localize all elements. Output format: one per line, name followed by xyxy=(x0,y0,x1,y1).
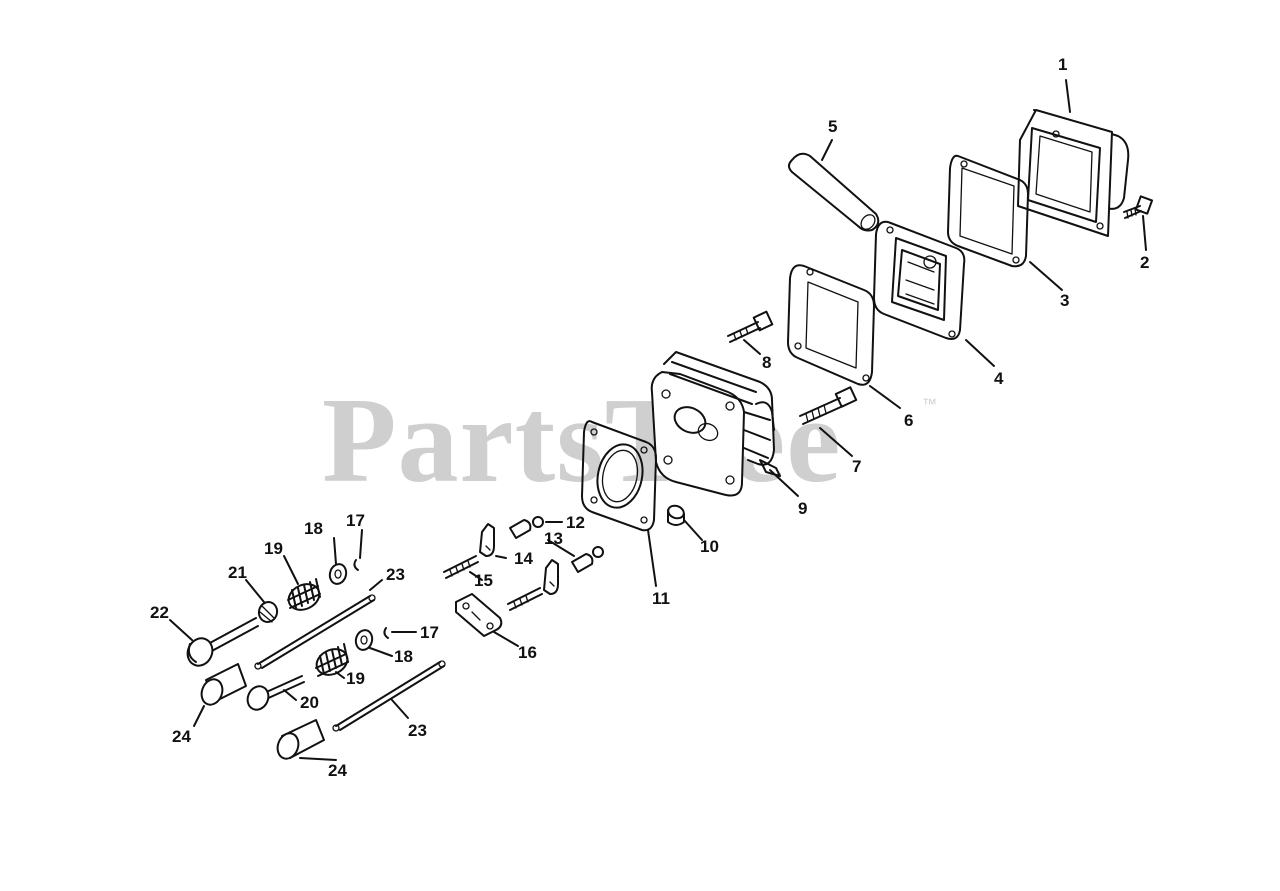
callout-18b: 18 xyxy=(394,647,413,666)
part-valve-spring xyxy=(287,578,349,677)
leader-18b xyxy=(369,647,393,657)
leader-24a xyxy=(193,705,205,727)
leader-6 xyxy=(869,385,901,409)
part-head-bolt-short xyxy=(727,310,774,343)
leader-13 xyxy=(547,539,575,557)
leader-2 xyxy=(1142,215,1147,251)
callout-7: 7 xyxy=(852,457,862,476)
leader-21 xyxy=(245,579,265,603)
part-valve-stem-seal xyxy=(257,601,279,623)
leader-20 xyxy=(283,689,297,701)
leader-15 xyxy=(469,571,483,581)
callout-9: 9 xyxy=(798,499,808,518)
part-tappet xyxy=(200,663,325,760)
part-pivot-stud xyxy=(509,519,594,573)
leader-23b xyxy=(391,699,409,719)
part-cylinder-head xyxy=(650,351,781,497)
callout-21: 21 xyxy=(228,563,247,582)
callout-24b: 24 xyxy=(328,761,347,780)
part-cover-bolt xyxy=(1123,195,1154,219)
callout-24a: 24 xyxy=(172,727,191,746)
leader-19a xyxy=(283,555,299,585)
callout-11: 11 xyxy=(652,589,670,608)
callout-2: 2 xyxy=(1140,253,1150,272)
part-dowel-pin xyxy=(667,504,685,526)
callout-23b: 23 xyxy=(408,721,427,740)
leader-4 xyxy=(965,339,995,367)
part-guide-plate xyxy=(455,593,503,637)
callout-18a: 18 xyxy=(304,519,323,538)
leader-17a xyxy=(359,529,363,559)
callout-3: 3 xyxy=(1060,291,1070,310)
part-breather-hose xyxy=(788,152,880,232)
callout-19b: 19 xyxy=(346,669,365,688)
callout-22: 22 xyxy=(150,603,169,622)
part-rocker-nut xyxy=(532,516,604,558)
leader-3 xyxy=(1029,261,1063,291)
callout-17b: 17 xyxy=(420,623,439,642)
part-cover-gasket xyxy=(947,154,1029,268)
part-head-gasket-upper xyxy=(787,264,875,386)
callout-23a: 23 xyxy=(386,565,405,584)
leader-7 xyxy=(819,427,853,457)
callout-6: 6 xyxy=(904,411,914,430)
part-head-gasket xyxy=(581,420,657,532)
callout-4: 4 xyxy=(994,369,1004,388)
leader-8 xyxy=(743,339,761,355)
callout-1: 1 xyxy=(1058,55,1068,74)
part-exhaust-valve xyxy=(186,617,259,667)
part-valve-cover xyxy=(1017,109,1130,237)
part-rocker-housing xyxy=(873,220,966,340)
leader-10 xyxy=(683,519,703,541)
callout-13: 13 xyxy=(544,529,563,548)
callout-10: 10 xyxy=(700,537,719,556)
callout-5: 5 xyxy=(828,117,838,136)
part-push-rod xyxy=(254,594,446,732)
callout-19a: 19 xyxy=(264,539,283,558)
part-rocker-arm xyxy=(479,523,559,595)
callout-17a: 17 xyxy=(346,511,365,530)
leader-22 xyxy=(169,619,193,641)
leader-24b xyxy=(299,757,337,761)
part-intake-valve xyxy=(246,675,305,711)
callout-20: 20 xyxy=(300,693,319,712)
leader-18a xyxy=(333,537,337,565)
leader-19b xyxy=(335,671,345,679)
callout-16: 16 xyxy=(518,643,537,662)
leader-11 xyxy=(647,529,657,587)
part-adjusting-screw xyxy=(443,555,543,611)
leader-14 xyxy=(495,555,507,559)
watermark-trademark: ™ xyxy=(922,396,937,413)
part-head-bolt-long xyxy=(799,386,858,425)
leader-5 xyxy=(821,139,833,161)
leader-23a xyxy=(369,579,383,591)
leader-1 xyxy=(1065,79,1071,113)
part-valve-keeper xyxy=(353,559,389,639)
leader-9 xyxy=(769,469,799,497)
callout-15: 15 xyxy=(474,571,493,590)
part-spring-retainer xyxy=(328,563,374,651)
leader-16 xyxy=(493,631,519,647)
callout-12: 12 xyxy=(566,513,585,532)
callout-8: 8 xyxy=(762,353,772,372)
callout-14: 14 xyxy=(514,549,533,568)
